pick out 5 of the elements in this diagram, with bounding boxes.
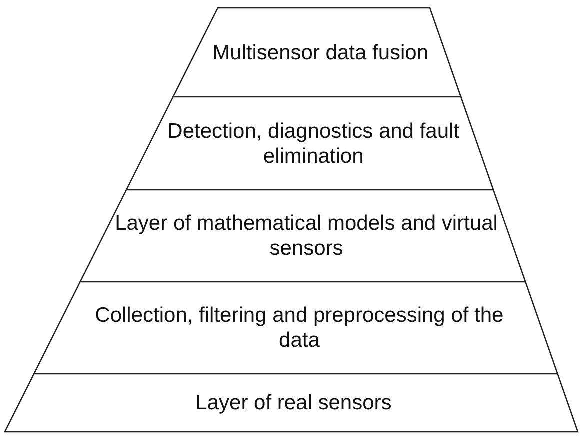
layer-label: Multisensor data fusion xyxy=(212,40,430,65)
layer-label: Layer of real sensors xyxy=(194,390,393,416)
layer-label: Layer of mathematical models and virtual sensors xyxy=(114,211,499,261)
layer-label: Detection, diagnostics and fault elimination xyxy=(166,118,461,168)
layer-label: Collection, filtering and preprocessing of the data xyxy=(94,303,505,353)
